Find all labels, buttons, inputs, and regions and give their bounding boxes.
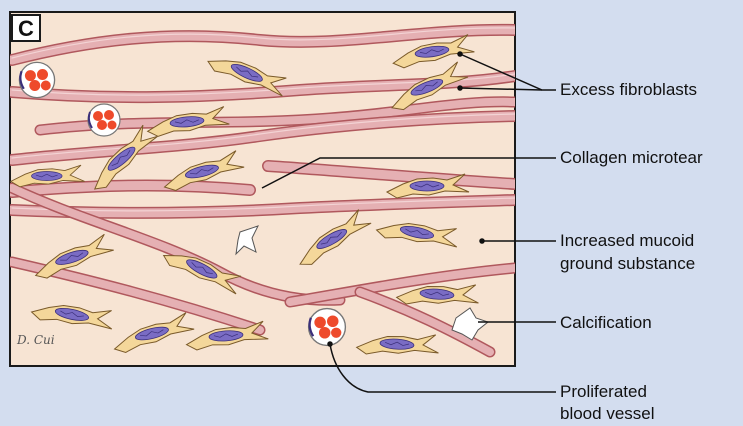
label-mucoid-line1: Increased mucoid bbox=[560, 230, 694, 251]
label-vessel-line1: Proliferated bbox=[560, 381, 647, 402]
blood-vessel-1 bbox=[19, 62, 54, 97]
label-calcification: Calcification bbox=[560, 312, 652, 333]
label-excess-fibroblasts: Excess fibroblasts bbox=[560, 79, 697, 100]
artist-signature: D. Cui bbox=[17, 333, 55, 347]
label-vessel-line2: blood vessel bbox=[560, 403, 655, 424]
panel-letter: C bbox=[11, 14, 41, 42]
label-collagen-microtear: Collagen microtear bbox=[560, 147, 703, 168]
label-mucoid-line2: ground substance bbox=[560, 253, 695, 274]
blood-vessel-3 bbox=[309, 309, 346, 346]
blood-vessel-2 bbox=[88, 104, 120, 136]
